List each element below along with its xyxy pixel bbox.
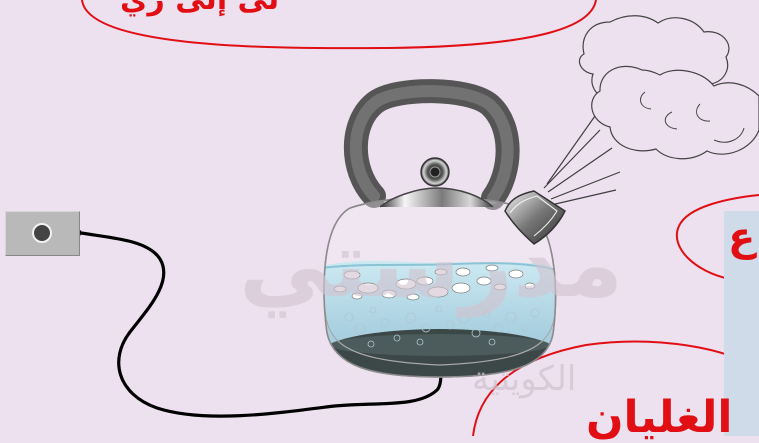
steam-cloud-main	[592, 66, 759, 158]
kettle-base-shine	[330, 334, 550, 356]
boiling-label: الغليان	[586, 392, 732, 443]
kettle-knob-center	[430, 167, 440, 177]
watermark-main-text: مدرستي	[239, 211, 623, 318]
right-label-fragment: ع	[728, 214, 755, 260]
steam-rays	[544, 116, 620, 205]
top-label-fragment: لى إلى ري	[120, 0, 279, 17]
wall-outlet	[5, 211, 80, 256]
kettle-lid	[380, 188, 493, 207]
outlet-socket	[32, 223, 52, 243]
watermark-sub-text: الكويتية	[472, 359, 576, 399]
